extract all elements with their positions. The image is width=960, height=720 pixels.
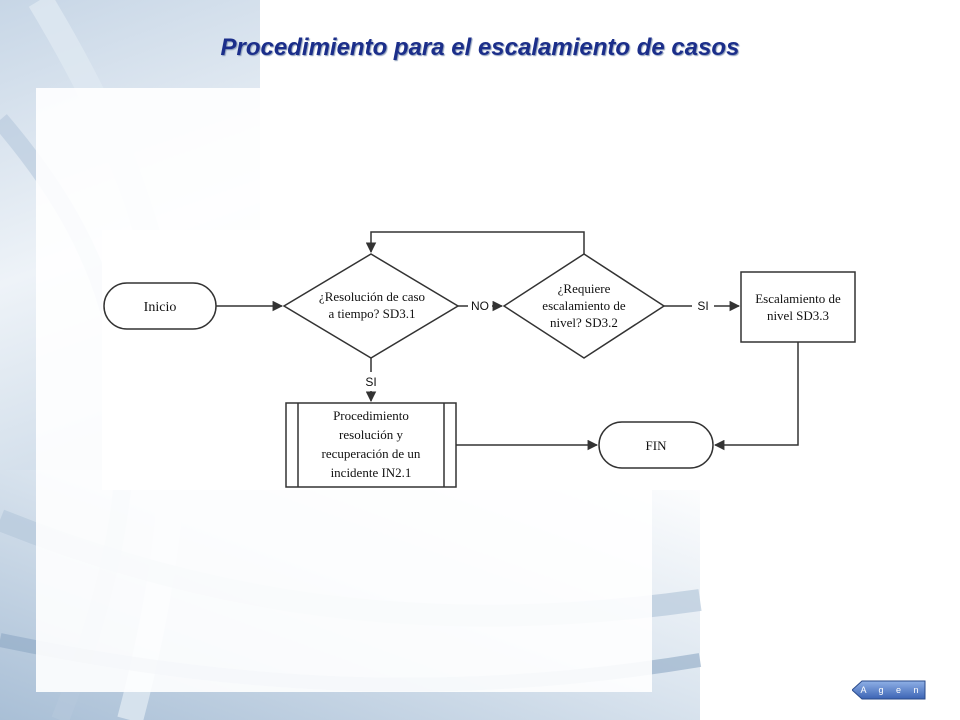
agenda-button[interactable]: A g e n d a	[852, 680, 926, 715]
decision-requires-escalation	[502, 253, 666, 359]
edge-label-d1-no: NO	[471, 299, 489, 313]
decision1-line2: a tiempo? SD3.1	[328, 306, 415, 321]
edge-label-d2-si: SI	[697, 299, 708, 313]
agenda-button-shape	[852, 680, 926, 700]
subprocess-line2: resolución y	[339, 427, 403, 442]
edge-decision2-no-loop	[365, 231, 585, 254]
subprocess-line3: recuperación de un	[322, 446, 421, 461]
start-label: Inicio	[144, 300, 177, 315]
subprocess-line4: incidente IN2.1	[331, 465, 412, 480]
decision2-line3: nivel? SD3.2	[550, 315, 618, 330]
agenda-label: A g e n d a	[860, 685, 924, 715]
decision2-line1: ¿Requiere	[558, 281, 611, 296]
process-escalation-line2: nivel SD3.3	[767, 308, 829, 323]
subprocess-incident-resolution	[285, 402, 457, 488]
diagram-background	[102, 230, 862, 490]
process-escalation	[740, 271, 856, 343]
end-terminal	[598, 421, 714, 469]
edge-label-d1-si: SI	[365, 375, 376, 389]
slide-title: Procedimiento para el escalamiento de ca…	[220, 34, 740, 61]
subprocess-line1: Procedimiento	[333, 408, 409, 423]
edge-escalation-to-end	[713, 342, 799, 451]
decision1-line1: ¿Resolución de caso	[319, 289, 425, 304]
end-label: FIN	[646, 438, 668, 453]
process-escalation-line1: Escalamiento de	[755, 291, 841, 306]
decision2-line2: escalamiento de	[542, 298, 626, 313]
